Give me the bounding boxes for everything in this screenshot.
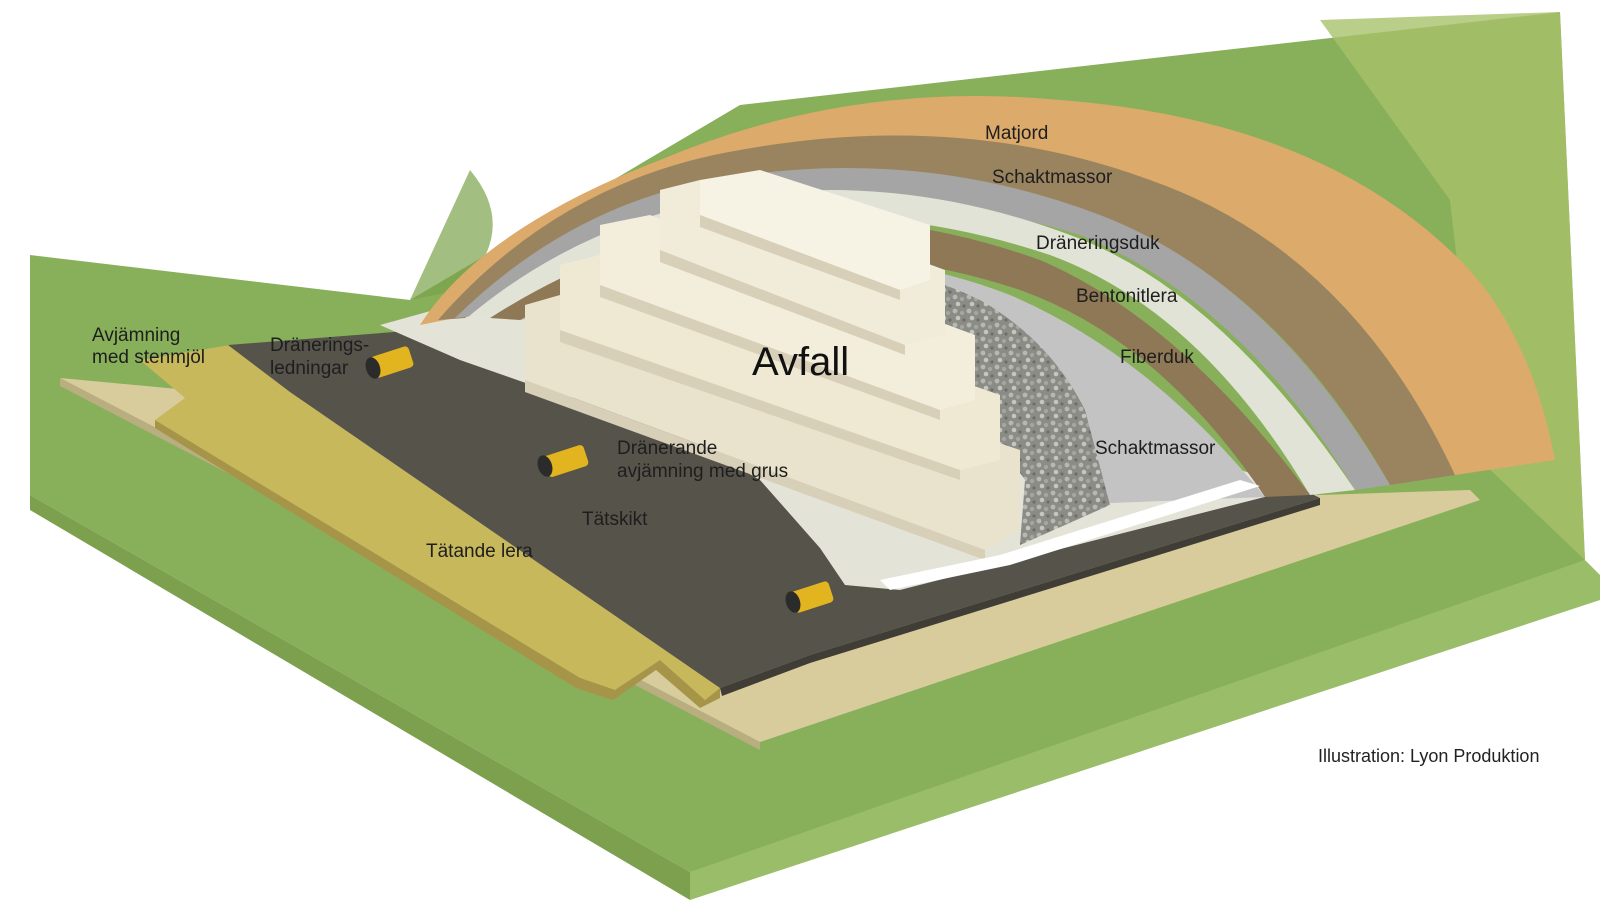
tatskikt-label: Tätskikt — [582, 509, 648, 530]
liner-layer — [228, 330, 1320, 696]
dranerande-label-line1: Dränerande — [617, 438, 718, 459]
drainage-pipe — [537, 445, 589, 477]
dome-layers — [420, 96, 1555, 545]
schaktmassor-top-label: Schaktmassor — [992, 167, 1113, 188]
draneringsledningar-label-line1: Dränerings- — [270, 335, 370, 356]
avjamning-label-line2: med stenmjöl — [92, 347, 205, 368]
draneringsduk-label: Dräneringsduk — [1036, 233, 1160, 254]
draneringsledningar-label-line2: ledningar — [270, 358, 349, 379]
waste-terraces — [525, 170, 1260, 590]
schaktmassor-inner-label: Schaktmassor — [1095, 438, 1216, 459]
dranerande-label-line2: avjämning med grus — [617, 461, 789, 482]
matjord-label: Matjord — [985, 123, 1049, 144]
tatande-lera-label: Tätande lera — [426, 541, 533, 562]
avjamning-label-line1: Avjämning — [92, 325, 181, 346]
waste-label: Avfall — [752, 340, 850, 384]
drainage-pipe — [365, 346, 414, 379]
illustration-credit: Illustration: Lyon Produktion — [1318, 746, 1540, 766]
drainage-pipe — [785, 581, 834, 613]
sealing-clay-layer — [140, 345, 720, 708]
bentonitlera-label: Bentonitlera — [1076, 286, 1178, 307]
fiberduk-label: Fiberduk — [1120, 347, 1194, 368]
